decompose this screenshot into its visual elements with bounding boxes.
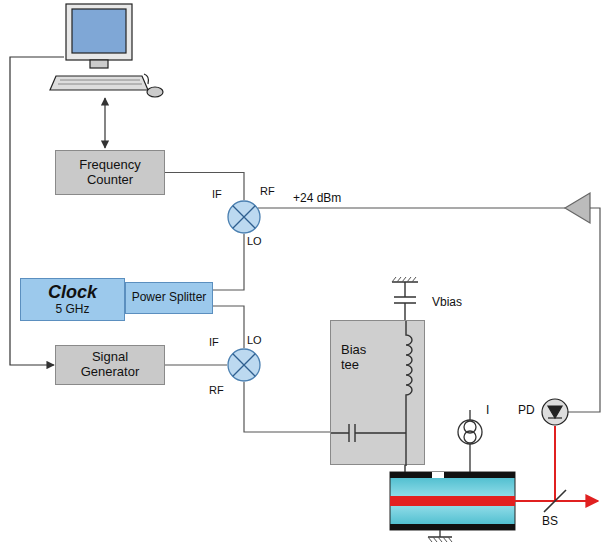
port-label: RF: [260, 185, 275, 198]
rf-wire: [258, 207, 565, 208]
box-label: Power Splitter: [132, 291, 207, 305]
signal-wire: [244, 382, 330, 432]
mixer-symbol: [227, 348, 261, 382]
box-label: Signal Generator: [61, 350, 159, 380]
ground-symbol: [392, 277, 416, 282]
box-label: 5 GHz: [55, 303, 89, 317]
port-label: IF: [209, 336, 219, 349]
photodiode-symbol: [542, 399, 568, 425]
splitter-label: BS: [542, 514, 558, 528]
bias-wire: [404, 465, 405, 472]
capacitor-symbol: [331, 424, 406, 442]
signal-wire: [165, 173, 244, 201]
box-label: Frequency Counter: [61, 158, 159, 188]
power-level: +24 dBm: [293, 191, 341, 205]
mixer: LOIFRF: [227, 348, 261, 382]
power-splitter: Power Splitter: [125, 282, 213, 314]
detector-label: PD: [518, 403, 535, 417]
data-link: [104, 98, 105, 148]
port-label: RF: [209, 384, 224, 397]
mixer-symbol: [227, 200, 261, 234]
current-label: I: [486, 403, 489, 417]
signal-wire: [213, 234, 244, 290]
port-label: IF: [212, 188, 222, 201]
mixer: IFRFLO: [227, 200, 261, 234]
bias-capacitor: [392, 282, 418, 320]
reflected-beam: [554, 426, 556, 501]
clock-source: Clock5 GHz: [20, 278, 125, 321]
bias-tee: Bias tee: [330, 320, 425, 465]
frequency-counter: Frequency Counter: [55, 150, 165, 195]
box-title: Bias tee: [341, 343, 385, 373]
current-source: [458, 410, 482, 472]
beam-splitter: [544, 490, 566, 512]
port-label: LO: [247, 334, 262, 347]
inductor-symbol: [406, 321, 412, 466]
laser-chip: [390, 472, 515, 537]
signal-generator: Signal Generator: [55, 345, 165, 385]
ground-symbol: [428, 537, 452, 542]
port-label: LO: [247, 235, 262, 248]
signal-wire: [165, 364, 227, 365]
computer-icon: [50, 4, 163, 97]
box-label: Clock: [48, 282, 97, 303]
bias-voltage: Vbias: [432, 295, 462, 309]
pd-wire: [568, 208, 600, 412]
amplifier-symbol: [565, 193, 590, 223]
